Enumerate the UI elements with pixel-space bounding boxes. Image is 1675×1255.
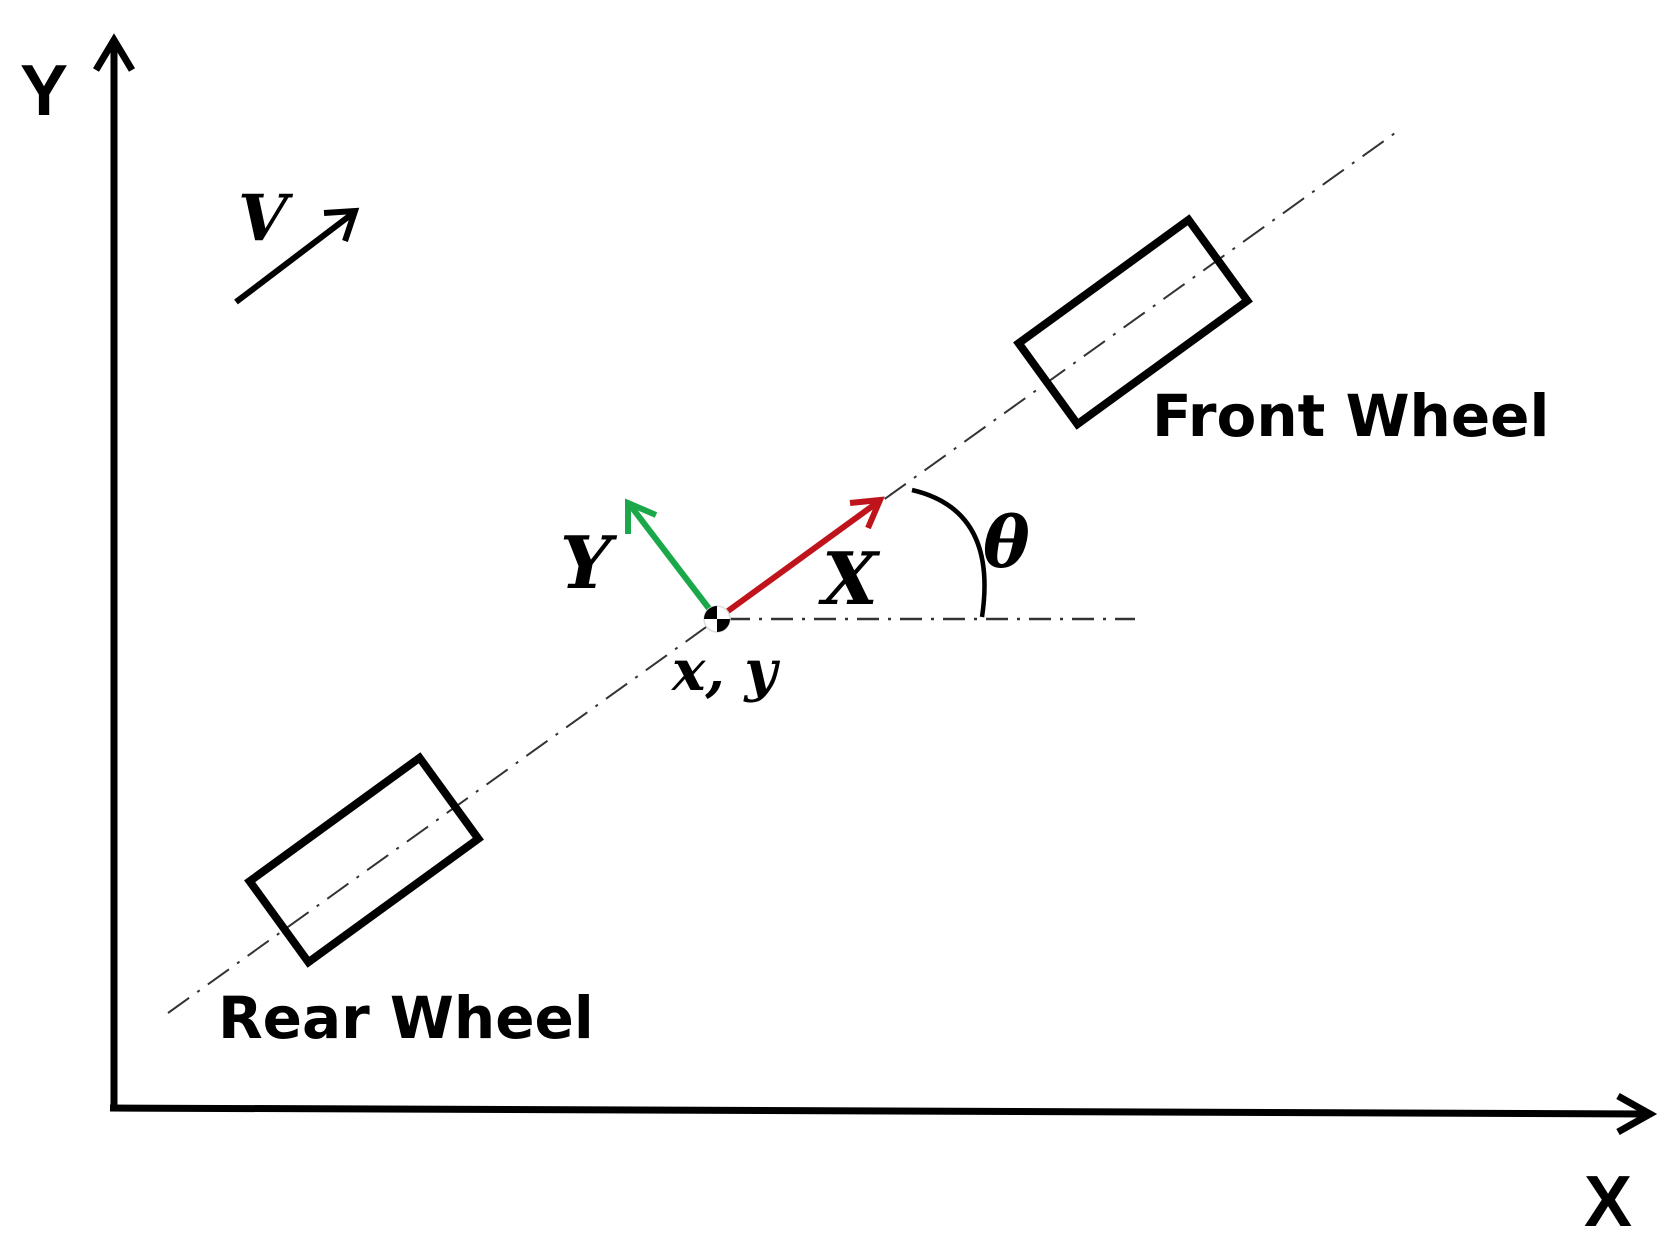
- body-y-label: Y: [560, 520, 618, 605]
- body-frame: X Y: [560, 496, 885, 622]
- rear-wheel-body: [244, 752, 484, 968]
- heading-angle-label: θ: [983, 501, 1030, 584]
- body-x-label: X: [818, 536, 881, 621]
- reference-point-fill-bottom-right: [717, 619, 730, 632]
- velocity-label: V: [238, 181, 294, 256]
- velocity-arrowhead: [323, 207, 360, 242]
- velocity-arrow-icon: [234, 211, 354, 305]
- velocity-indicator: V: [234, 181, 360, 305]
- front-wheel-label: Front Wheel: [1152, 382, 1549, 450]
- reference-point: x, y: [671, 605, 780, 704]
- front-wheel-body: [1013, 214, 1253, 430]
- rear-wheel-label: Rear Wheel: [218, 984, 594, 1052]
- global-axes: Y X: [20, 33, 1658, 1242]
- reference-point-fill-top-left: [704, 606, 717, 619]
- global-y-arrowhead: [92, 33, 136, 72]
- rear-wheel: [244, 752, 484, 968]
- body-x-axis: [715, 499, 880, 622]
- body-y-axis: [627, 503, 720, 621]
- heading-angle-arc: [911, 487, 987, 618]
- body-x-arrowhead: [849, 496, 885, 530]
- global-x-label: X: [1584, 1162, 1632, 1242]
- global-x-arrowhead: [1616, 1092, 1658, 1136]
- global-y-label: Y: [20, 51, 68, 131]
- reference-point-label: x, y: [671, 638, 780, 704]
- global-x-axis: [109, 1104, 1651, 1118]
- front-wheel: [1013, 214, 1253, 430]
- body-y-arrowhead: [625, 498, 658, 534]
